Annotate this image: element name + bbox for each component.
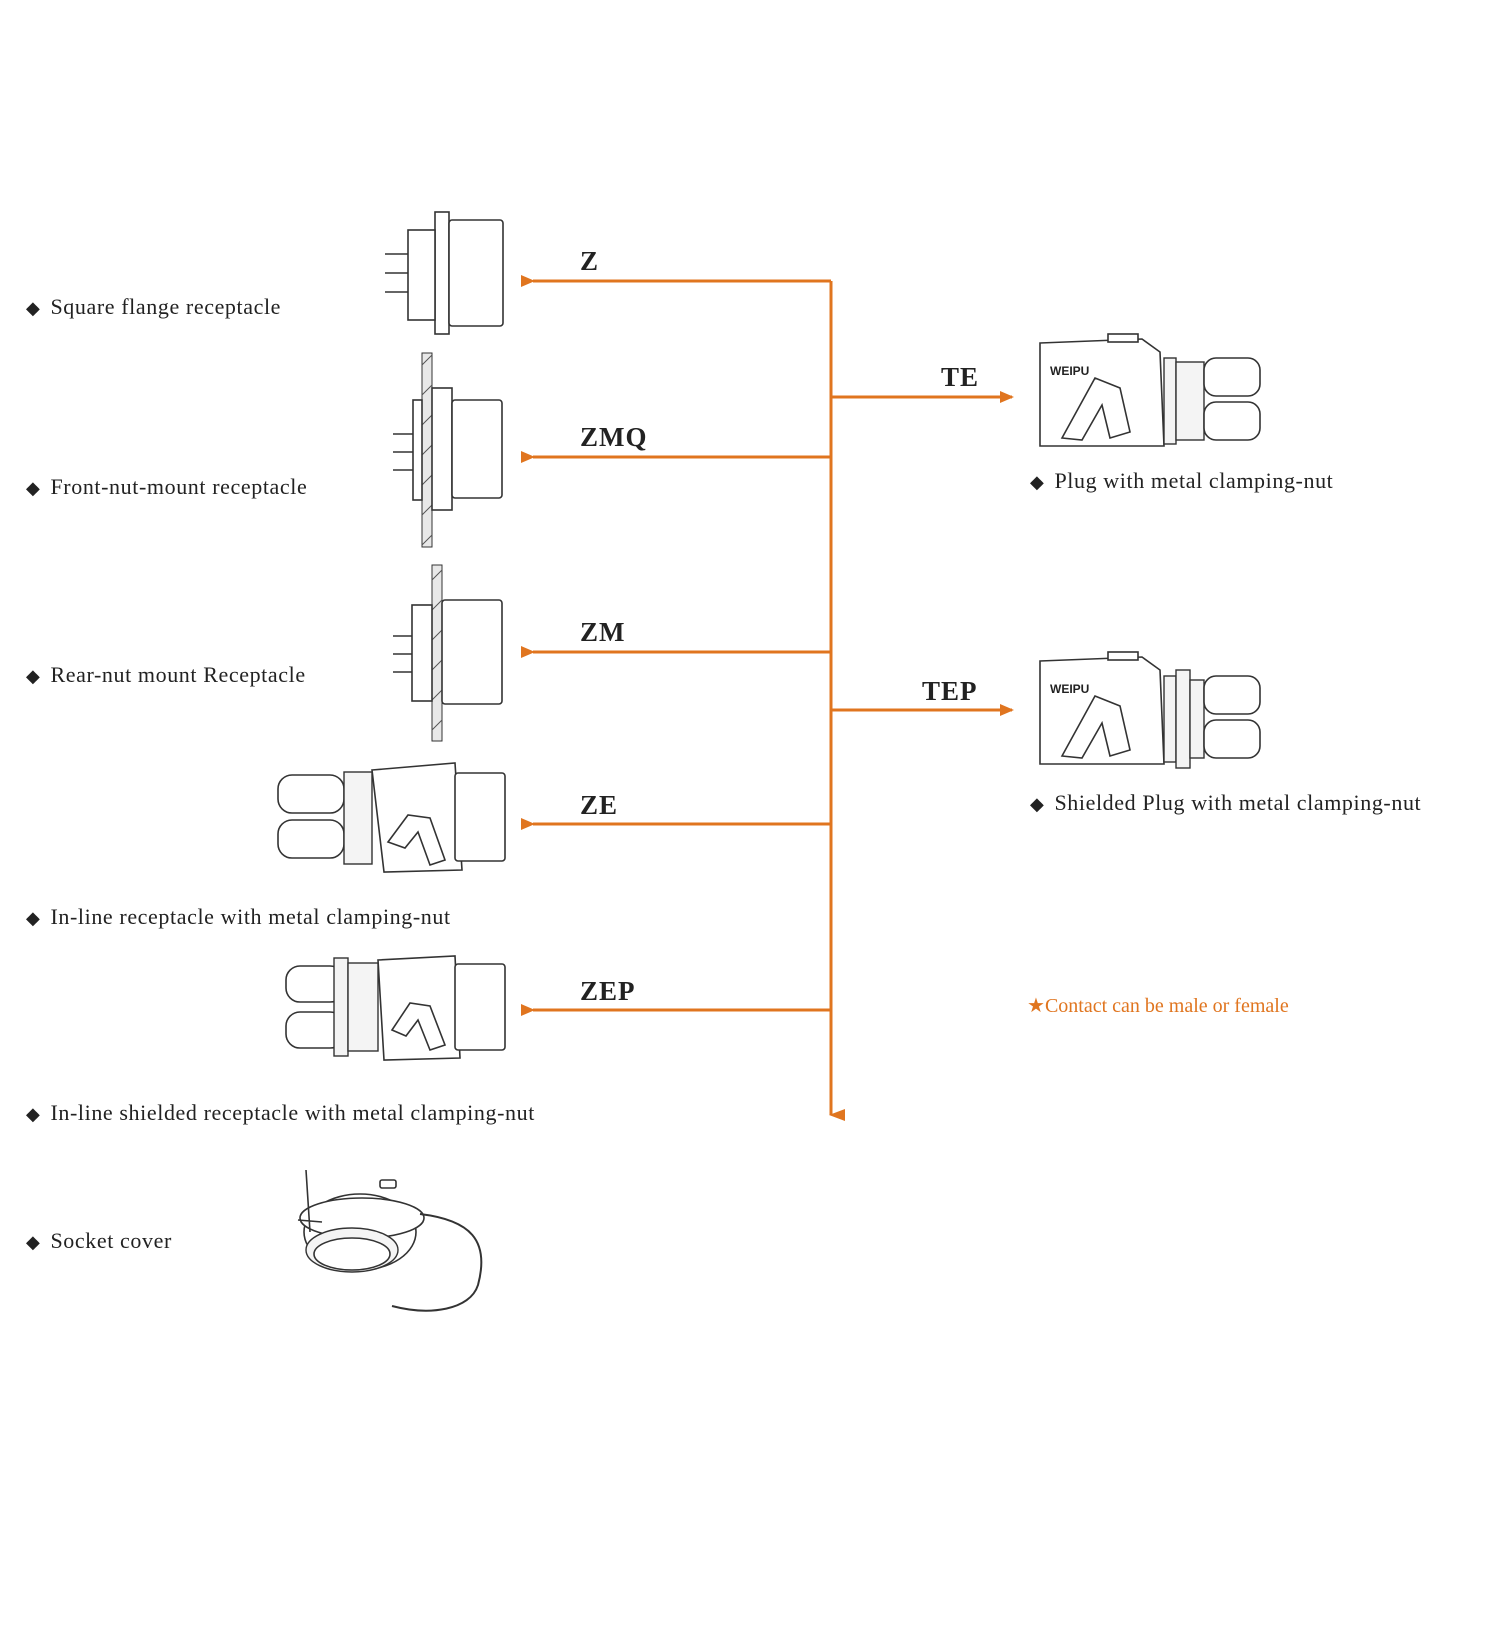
code-ze: ZE xyxy=(580,790,619,820)
code-z: Z xyxy=(580,246,600,276)
code-zm: ZM xyxy=(580,617,626,647)
inline-shielded-receptacle-drawing xyxy=(285,955,506,1061)
star-icon: ★ xyxy=(1027,995,1045,1017)
plug-te-brand-mark: WEIPU xyxy=(1050,364,1090,378)
plug-tep-brand-mark: WEIPU xyxy=(1050,682,1090,696)
label-text: Square flange receptacle xyxy=(50,294,282,319)
code-zep: ZEP xyxy=(580,976,636,1006)
label-text: In-line receptacle with metal clamping-n… xyxy=(50,904,451,929)
label-plug-te: ◆ Plug with metal clamping-nut xyxy=(1030,468,1333,494)
plug-te-drawing xyxy=(1039,333,1261,447)
code-te: TE xyxy=(941,362,980,392)
plug-tep-drawing xyxy=(1039,651,1261,769)
contact-note: ★Contact can be male or female xyxy=(1027,993,1289,1018)
diamond-bullet-icon: ◆ xyxy=(26,666,41,686)
diamond-bullet-icon: ◆ xyxy=(26,478,41,498)
label-text: Shielded Plug with metal clamping-nut xyxy=(1054,790,1422,815)
socket-cover-drawing xyxy=(297,1169,483,1312)
diamond-bullet-icon: ◆ xyxy=(26,1232,41,1252)
diamond-bullet-icon: ◆ xyxy=(26,908,41,928)
diamond-bullet-icon: ◆ xyxy=(1030,794,1045,814)
label-text: In-line shielded receptacle with metal c… xyxy=(50,1100,535,1125)
label-text: Front-nut-mount receptacle xyxy=(50,474,308,499)
label-text: Plug with metal clamping-nut xyxy=(1054,468,1334,493)
diamond-bullet-icon: ◆ xyxy=(1030,472,1045,492)
inline-receptacle-drawing xyxy=(277,762,506,873)
label-socket-cover: ◆ Socket cover xyxy=(26,1228,172,1254)
contact-note-text: Contact can be male or female xyxy=(1044,995,1289,1017)
label-text: Rear-nut mount Receptacle xyxy=(50,662,306,687)
label-text: Socket cover xyxy=(50,1228,172,1253)
code-zmq: ZMQ xyxy=(580,422,648,452)
label-inline-receptacle: ◆ In-line receptacle with metal clamping-… xyxy=(26,904,451,930)
code-tep: TEP xyxy=(922,676,978,706)
label-rear-nut-mount-receptacle: ◆ Rear-nut mount Receptacle xyxy=(26,662,306,688)
rear-nut-mount-receptacle-drawing xyxy=(393,564,503,742)
label-front-nut-mount-receptacle: ◆ Front-nut-mount receptacle xyxy=(26,474,307,500)
label-inline-shielded-receptacle: ◆ In-line shielded receptacle with metal … xyxy=(26,1100,535,1126)
square-flange-receptacle-drawing xyxy=(385,211,504,335)
label-plug-tep: ◆ Shielded Plug with metal clamping-nut xyxy=(1030,790,1421,816)
label-square-flange-receptacle: ◆ Square flange receptacle xyxy=(26,294,281,320)
diamond-bullet-icon: ◆ xyxy=(26,298,41,318)
front-nut-mount-receptacle-drawing xyxy=(393,352,503,548)
diamond-bullet-icon: ◆ xyxy=(26,1104,41,1124)
